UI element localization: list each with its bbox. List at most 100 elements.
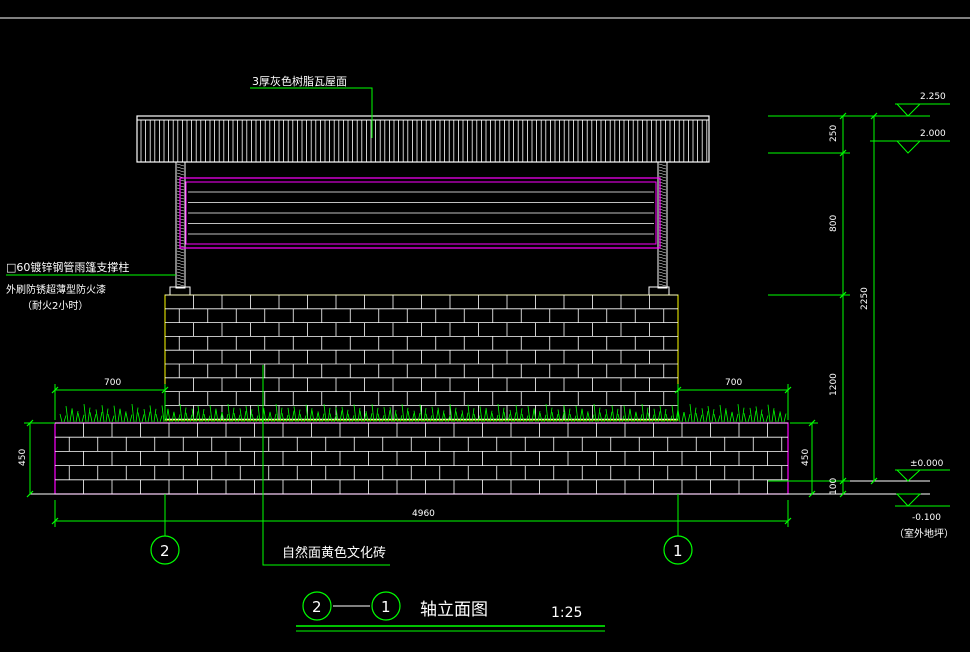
grass-blade xyxy=(509,409,513,423)
grass-blade xyxy=(201,408,205,423)
grass-blade xyxy=(495,414,499,423)
grass-blade xyxy=(605,409,609,423)
paint-label-1: 外刷防锈超薄型防火漆 xyxy=(6,283,106,296)
column-hatch-mark xyxy=(176,268,185,272)
sign-panel xyxy=(179,177,661,249)
grass-blade xyxy=(131,403,135,423)
grass-blade xyxy=(297,409,301,423)
grass-blade xyxy=(587,412,591,423)
roof-tiles xyxy=(137,119,709,162)
grass-blade xyxy=(609,411,613,423)
grass-blade xyxy=(191,408,195,423)
grass-blade xyxy=(773,410,777,423)
dimension-tick xyxy=(674,386,682,394)
grass-blade xyxy=(461,410,465,423)
grass-blade xyxy=(393,410,397,423)
grass-blade xyxy=(729,412,733,423)
grass-blade xyxy=(779,411,783,423)
grass-blade xyxy=(497,404,501,423)
column-hatch-mark xyxy=(176,247,185,251)
grass-blade xyxy=(81,414,85,423)
grass-blade xyxy=(747,414,751,423)
column-hatch-mark xyxy=(176,169,185,173)
grass-blade xyxy=(75,410,79,423)
column-hatch-mark xyxy=(658,253,667,257)
level-ground: -0.100 xyxy=(912,513,941,523)
grass-blade xyxy=(93,414,97,423)
grass-blade xyxy=(563,405,567,423)
grass-blade xyxy=(143,409,147,423)
column-hatch-mark xyxy=(658,268,667,272)
grass-blade xyxy=(641,403,645,423)
grass-blade xyxy=(539,412,543,423)
dimension-lines xyxy=(24,115,930,536)
grass-blade xyxy=(389,407,393,423)
grass-blade xyxy=(161,405,165,423)
dim-r-100: 100 xyxy=(829,478,839,495)
grass-blade xyxy=(755,406,759,423)
grass-blade xyxy=(687,413,691,423)
grass-blade xyxy=(279,407,283,423)
grass-blade xyxy=(419,404,423,423)
grass-blade xyxy=(287,407,291,423)
grass-blade xyxy=(455,411,459,423)
grass-blade xyxy=(147,411,151,423)
paint-label-2: （耐火2小时） xyxy=(22,299,88,312)
grass-blade xyxy=(681,411,685,423)
grass-blade xyxy=(705,410,709,423)
grass-blade xyxy=(573,415,577,423)
grass-blade xyxy=(167,409,171,423)
title-to: 1 xyxy=(381,598,391,616)
roof-label: 3厚灰色树脂瓦屋面 xyxy=(252,74,347,88)
grass-blade xyxy=(215,409,219,423)
grass-planting xyxy=(59,403,787,423)
grass-blade xyxy=(87,407,91,423)
grass-blade xyxy=(629,409,633,423)
grass-blade xyxy=(233,412,237,423)
column-hatch-mark xyxy=(176,265,185,269)
grass-blade xyxy=(111,415,115,423)
grass-blade xyxy=(431,406,435,423)
column-hatch-mark xyxy=(658,259,667,263)
grass-blade xyxy=(527,405,531,423)
grass-blade xyxy=(531,409,535,423)
grass-blade xyxy=(377,413,381,423)
column-hatch-mark xyxy=(658,163,667,167)
grass-blade xyxy=(303,415,307,423)
dimension-tick xyxy=(161,386,169,394)
grass-blade xyxy=(581,408,585,423)
grass-blade xyxy=(117,408,121,423)
column-hatch-mark xyxy=(176,262,185,266)
column-hatch-mark xyxy=(658,280,667,284)
grass-blade xyxy=(347,413,351,423)
grass-blade xyxy=(165,408,169,423)
column-hatch-mark xyxy=(176,259,185,263)
grass-blade xyxy=(651,414,655,423)
grass-blade xyxy=(89,412,93,423)
grass-blade xyxy=(257,404,261,423)
grass-blade xyxy=(711,409,715,423)
column-hatch-mark xyxy=(176,271,185,275)
outdoor-ground-label: （室外地坪） xyxy=(894,527,954,540)
grass-blade xyxy=(759,409,763,423)
grass-blade xyxy=(291,410,295,423)
column-hatch-mark xyxy=(176,280,185,284)
grass-blade xyxy=(365,410,369,423)
grass-blade xyxy=(537,410,541,423)
grass-blade xyxy=(405,407,409,423)
grass-blade xyxy=(375,407,379,423)
grass-blade xyxy=(515,404,519,423)
dimension-tick xyxy=(808,419,816,427)
grass-blade xyxy=(731,411,735,423)
column-hatch-mark xyxy=(658,169,667,173)
grass-blade xyxy=(407,411,411,423)
grass-blade xyxy=(65,405,69,423)
grass-blade xyxy=(635,412,639,423)
grass-blade xyxy=(519,408,523,423)
dimension-tick xyxy=(839,112,847,120)
column-hatch-mark xyxy=(176,283,185,287)
grass-blade xyxy=(443,413,447,423)
column-hatch-mark xyxy=(658,166,667,170)
grass-blade xyxy=(335,407,339,423)
column-label: □60镀锌钢管雨篷支撑柱 xyxy=(6,260,129,274)
